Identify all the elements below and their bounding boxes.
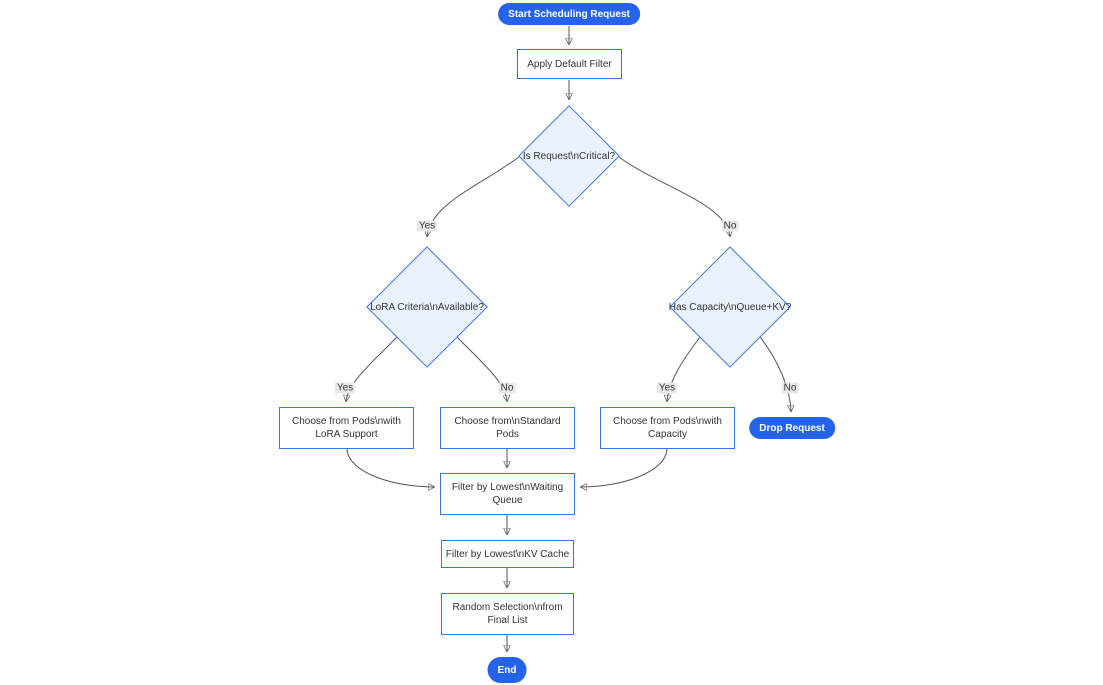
label-line: Filter by Lowest\nWaiting xyxy=(451,482,564,493)
node-apply-default-filter: Apply Default Filter xyxy=(517,49,622,79)
decision-lora-criteria-label: LoRA Criteria\nAvailable? xyxy=(370,301,484,313)
node-choose-lora-pods-label: Choose from Pods\nwith LoRA Support xyxy=(292,415,401,441)
node-random-selection: Random Selection\nfrom Final List xyxy=(441,593,574,635)
edge-label-yes: Yes xyxy=(656,382,678,394)
node-filter-waiting-queue-label: Filter by Lowest\nWaiting Queue xyxy=(452,481,563,507)
node-choose-lora-pods: Choose from Pods\nwith LoRA Support xyxy=(279,407,414,449)
node-choose-capacity-pods-label: Choose from Pods\nwith Capacity xyxy=(613,415,722,441)
decision-lora-criteria: LoRA Criteria\nAvailable? xyxy=(366,246,488,368)
label-line: Choose from Pods\nwith xyxy=(292,416,401,427)
edge-label-yes: Yes xyxy=(334,382,356,394)
decision-has-capacity-label: Has Capacity\nQueue+KV? xyxy=(668,301,792,313)
edge-capacity-no xyxy=(759,336,791,411)
decision-is-critical: Is Request\nCritical? xyxy=(518,105,620,207)
label-line: Pods xyxy=(496,429,519,440)
edge-lorabox-filter xyxy=(346,448,434,487)
edge-critical-no xyxy=(618,156,730,236)
edge-critical-yes xyxy=(427,156,520,236)
edge-lora-no xyxy=(456,336,507,401)
decision-is-critical-label: Is Request\nCritical? xyxy=(522,150,616,162)
edge-label-yes: Yes xyxy=(416,220,438,232)
edge-lora-yes xyxy=(346,336,398,401)
node-start-label: Start Scheduling Request xyxy=(508,8,630,20)
label-line: Final List xyxy=(487,615,528,626)
label-line: Choose from Pods\nwith xyxy=(613,416,722,427)
edge-label-no: No xyxy=(498,382,516,394)
edge-capacity-yes xyxy=(667,336,701,401)
node-end: End xyxy=(487,657,527,683)
node-drop-request: Drop Request xyxy=(749,417,835,439)
node-end-label: End xyxy=(497,664,517,676)
edge-capacitybox-filter xyxy=(581,448,668,487)
node-filter-kv-cache-label: Filter by Lowest\nKV Cache xyxy=(445,548,570,560)
label-line: Queue xyxy=(492,495,523,506)
node-apply-default-filter-label: Apply Default Filter xyxy=(527,58,612,70)
node-choose-standard-pods: Choose from\nStandard Pods xyxy=(440,407,575,449)
node-choose-standard-pods-label: Choose from\nStandard Pods xyxy=(454,415,560,441)
label-line: Random Selection\nfrom xyxy=(452,602,563,613)
node-filter-waiting-queue: Filter by Lowest\nWaiting Queue xyxy=(440,473,575,515)
edge-label-no: No xyxy=(721,220,739,232)
node-filter-kv-cache: Filter by Lowest\nKV Cache xyxy=(441,540,574,568)
label-line: Capacity xyxy=(648,429,687,440)
edge-label-no: No xyxy=(781,382,799,394)
node-random-selection-label: Random Selection\nfrom Final List xyxy=(452,601,562,627)
node-start: Start Scheduling Request xyxy=(498,3,640,25)
label-line: Choose from\nStandard xyxy=(454,416,561,427)
label-line: LoRA Support xyxy=(315,429,378,440)
decision-has-capacity: Has Capacity\nQueue+KV? xyxy=(669,246,791,368)
node-choose-capacity-pods: Choose from Pods\nwith Capacity xyxy=(600,407,735,449)
node-drop-request-label: Drop Request xyxy=(759,422,825,434)
